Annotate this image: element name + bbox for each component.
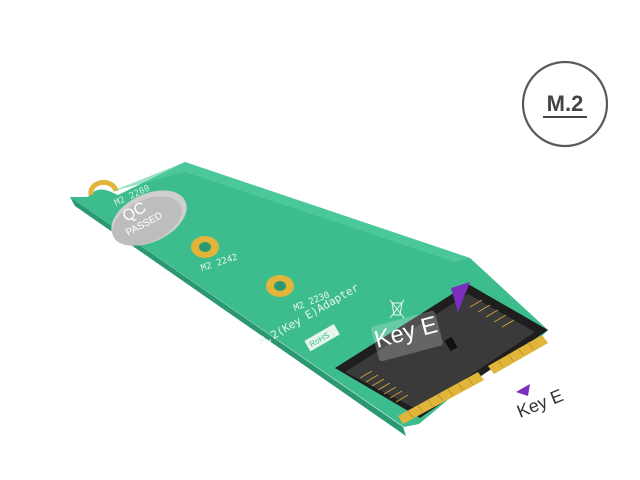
key-e-slot-connector <box>335 284 548 418</box>
mount-notch-2280 <box>88 179 119 196</box>
m2-badge-label: M.2 <box>547 91 584 116</box>
qc-sticker: QC PASSED <box>111 190 187 246</box>
slot-key-label: Key E <box>371 310 443 362</box>
mount-hole-2230 <box>266 275 294 297</box>
gold-edge-contacts <box>398 335 548 424</box>
slot-key-marker <box>451 282 470 312</box>
m2-badge: M.2 <box>521 60 609 148</box>
mount-hole-2242 <box>191 236 219 258</box>
edge-key-marker <box>516 384 530 396</box>
weee-icon <box>389 299 405 319</box>
